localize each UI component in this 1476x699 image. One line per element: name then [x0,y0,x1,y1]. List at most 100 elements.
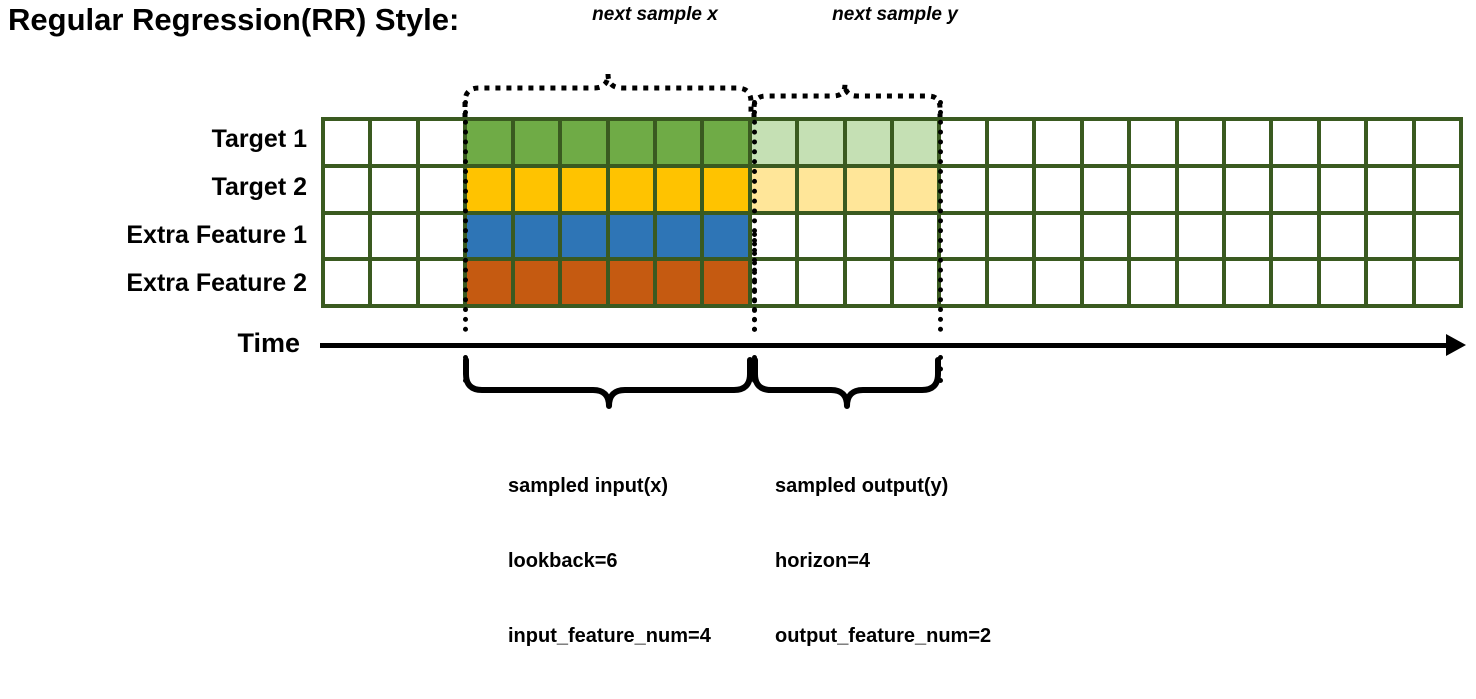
timeline-cell-blank [1226,214,1270,258]
timeline-cell-blank [988,167,1033,211]
timeline-cell-blank [1320,261,1365,304]
divider-input-start-upper [463,100,468,332]
timeline-cell-blank [1178,261,1223,304]
timeline-grid [321,117,1463,308]
timeline-cell-input [656,121,701,164]
timeline-cell-blank [1368,261,1412,304]
timeline-cell-blank [1178,214,1223,258]
timeline-cell-blank [1226,121,1270,164]
timeline-cell-input [562,261,606,304]
timeline-cell-blank [1415,167,1460,211]
timeline-cell-input [609,214,653,258]
timeline-cell-input [467,167,511,211]
time-axis-line [320,343,1450,348]
sampled-input-line2: lookback=6 [508,550,618,572]
divider-output-end-upper [938,100,943,332]
timeline-cell-blank [941,167,985,211]
timeline-cell-output [799,121,843,164]
sampled-input-line3: input_feature_num=4 [508,625,711,647]
next-sample-x-brace [462,73,754,118]
timeline-cell-blank [419,167,464,211]
timeline-cell-blank [1131,261,1175,304]
timeline-cell-blank [1226,261,1270,304]
timeline-cell-output [846,167,891,211]
sampled-output-line2: horizon=4 [775,550,871,572]
timeline-cell-output [846,121,891,164]
divider-input-end-upper [752,100,757,332]
timeline-cell-input [562,214,606,258]
timeline-cell-input [562,167,606,211]
timeline-cell-input [514,167,559,211]
timeline-cell-output [894,121,938,164]
timeline-row [325,167,1460,211]
sampled-input-line1: sampled input(x) [508,475,669,497]
timeline-cell-input [656,167,701,211]
timeline-cell-blank [1273,214,1317,258]
timeline-cell-blank [1083,121,1128,164]
sampled-output-line3: output_feature_num=2 [775,625,992,647]
timeline-cell-blank [419,261,464,304]
timeline-cell-input [656,214,701,258]
timeline-cell-blank [1368,214,1412,258]
sampled-input-brace [463,357,753,409]
timeline-cell-output [751,121,796,164]
sampled-output-caption: sampled output(y) horizon=4 output_featu… [775,424,991,699]
timeline-cell-blank [325,121,369,164]
arrow-right-icon [1446,334,1466,356]
next-sample-x-label: next sample x [592,4,718,25]
timeline-cell-input [467,214,511,258]
timeline-cell-blank [1083,167,1128,211]
timeline-cell-input [704,167,748,211]
timeline-cell-blank [1131,214,1175,258]
page-title: Regular Regression(RR) Style: [8,2,460,37]
timeline-cell-blank [1226,167,1270,211]
timeline-cell-blank [419,214,464,258]
timeline-cell-blank [799,261,843,304]
timeline-cell-blank [1131,121,1175,164]
timeline-cell-blank [988,261,1033,304]
timeline-row [325,261,1460,304]
timeline-cell-blank [941,261,985,304]
timeline-cell-blank [372,167,416,211]
timeline-row [325,214,1460,258]
next-sample-y-label: next sample y [832,4,958,25]
timeline-cell-blank [1273,121,1317,164]
timeline-cell-blank [1368,167,1412,211]
timeline-cell-blank [1131,167,1175,211]
timeline-cell-input [609,261,653,304]
timeline-cell-blank [325,261,369,304]
timeline-cell-output [894,167,938,211]
timeline-cell-output [751,167,796,211]
timeline-cell-input [704,214,748,258]
timeline-cell-blank [988,121,1033,164]
timeline-cell-output [799,167,843,211]
timeline-cell-input [467,261,511,304]
next-sample-y-brace [751,83,943,118]
row-label-extra-feature-1: Extra Feature 1 [126,221,307,249]
timeline-cell-input [514,261,559,304]
sampled-input-caption: sampled input(x) lookback=6 input_featur… [508,424,711,699]
timeline-cell-blank [1368,121,1412,164]
timeline-cell-blank [372,261,416,304]
diagram-canvas: Regular Regression(RR) Style: next sampl… [8,2,1466,647]
timeline-cell-blank [894,261,938,304]
timeline-cell-blank [1036,261,1080,304]
timeline-cell-blank [1036,121,1080,164]
timeline-cell-blank [1036,167,1080,211]
timeline-cell-blank [325,167,369,211]
timeline-cell-input [467,121,511,164]
timeline-cell-input [514,214,559,258]
timeline-cell-blank [419,121,464,164]
timeline-cell-blank [1178,121,1223,164]
divider-input-end-mid [752,232,757,332]
timeline-cell-blank [941,214,985,258]
timeline-cell-blank [325,214,369,258]
row-label-extra-feature-2: Extra Feature 2 [126,269,307,297]
sampled-output-line1: sampled output(y) [775,475,949,497]
timeline-cell-blank [846,261,891,304]
timeline-cell-blank [1415,214,1460,258]
timeline-cell-blank [894,214,938,258]
timeline-row [325,121,1460,164]
timeline-cell-input [609,121,653,164]
timeline-cell-blank [372,121,416,164]
